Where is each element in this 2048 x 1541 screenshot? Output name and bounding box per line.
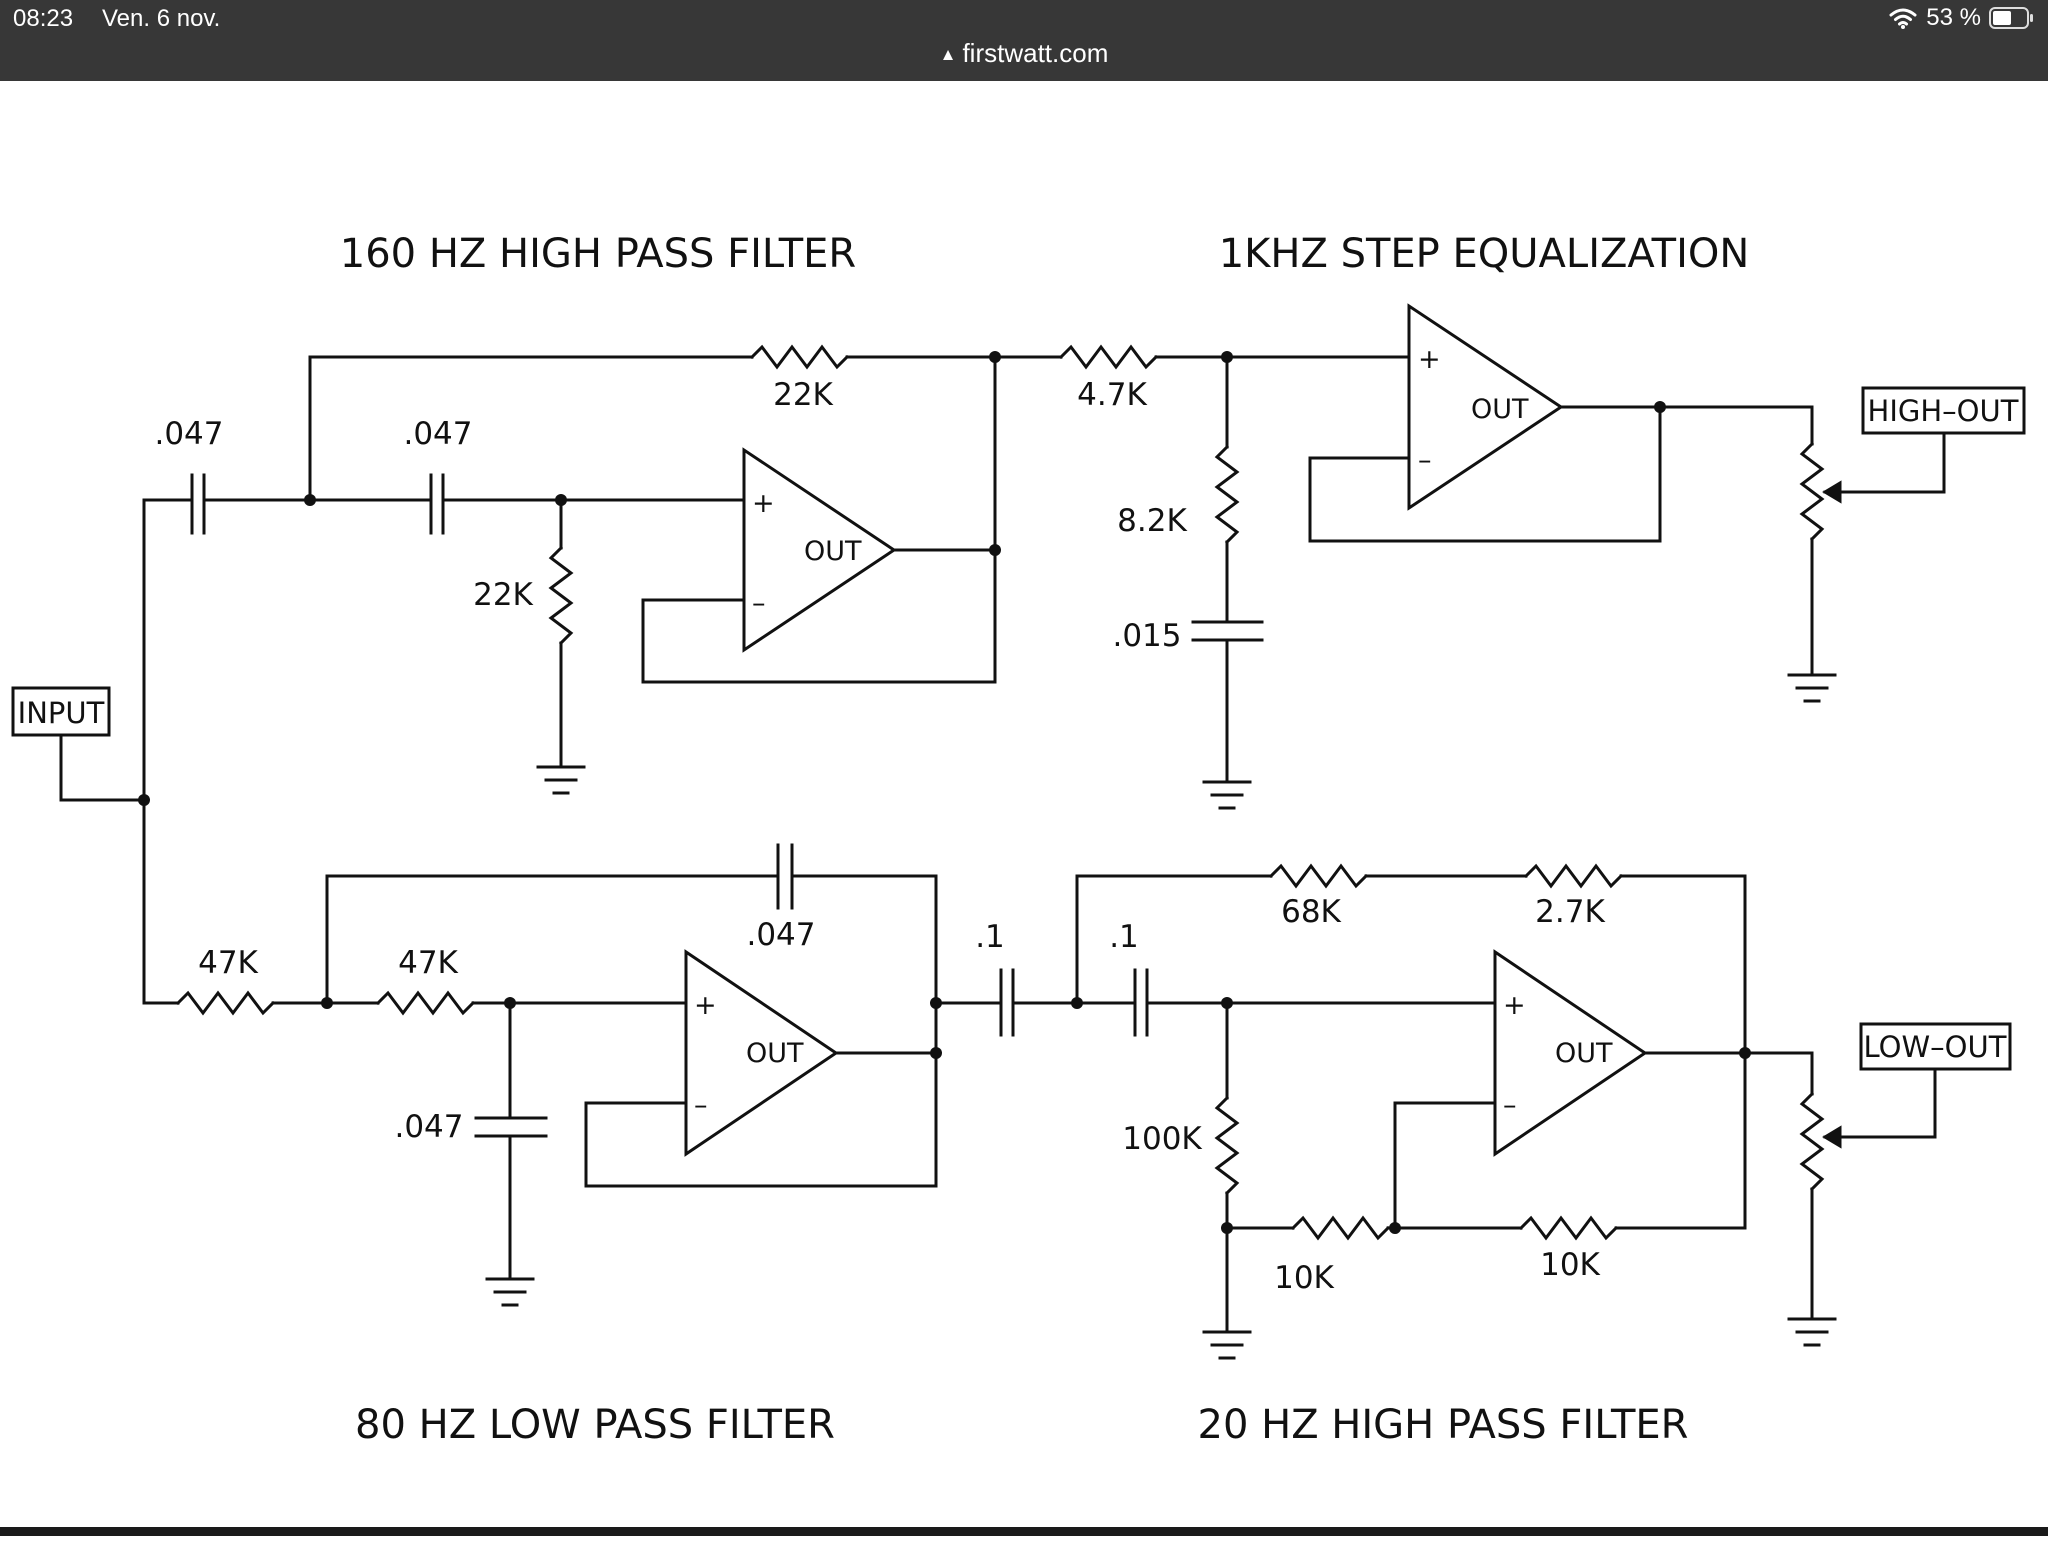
low-out-port-label[interactable]: LOW–OUT: [1864, 1030, 2007, 1064]
op-amp-4-out: OUT: [1555, 1038, 1613, 1069]
op-amp-3-out: OUT: [746, 1038, 804, 1069]
op-amp-2-plus: +: [1418, 344, 1441, 375]
status-indicators: 53 %: [1888, 4, 2035, 32]
bottom-edge: [0, 1527, 2048, 1536]
resistor-22k-fb: [749, 344, 850, 370]
input-port-box: [11, 686, 111, 737]
op-amp-1: [742, 447, 897, 653]
resistor-47k-1: [175, 990, 276, 1016]
label-r-shunt-eq: 8.2K: [1117, 503, 1187, 539]
url-text: firstwatt.com: [962, 37, 1109, 68]
label-c-fb-80: .047: [746, 917, 815, 953]
capacitor-c2: [429, 473, 445, 535]
op-amp-2: [1407, 303, 1564, 511]
battery-icon: [1989, 7, 2033, 29]
junction-dots: [138, 351, 1751, 1234]
op-amp-labels: OUT + – OUT + – OUT + – OUT + –: [694, 344, 1613, 1121]
label-r-gnd-20: 100K: [1122, 1121, 1202, 1157]
circuit-schematic: INPUT HIGH–OUT LOW–OUT 160 HZ HIGH PASS …: [11, 231, 2026, 1448]
capacitor-1-couple: [999, 968, 1015, 1037]
op-amp-2-minus: –: [1418, 445, 1432, 476]
label-c-couple-20: .1: [975, 919, 1005, 955]
label-r-fb1-20: 68K: [1281, 894, 1341, 930]
ground-3: [1787, 673, 1837, 703]
potentiometer-low: [1799, 1091, 1825, 1192]
low-out-port-box: [1859, 1022, 2012, 1071]
label-c-shunt-eq: .015: [1112, 618, 1181, 654]
resistor-10k-a: [1290, 1215, 1391, 1241]
label-r-a-20: 10K: [1274, 1260, 1334, 1296]
resistor-8-2k: [1214, 444, 1240, 545]
url-bar[interactable]: ▲ firstwatt.com: [0, 36, 2048, 70]
wifi-icon: [1889, 8, 1917, 29]
op-amp-4: [1493, 949, 1648, 1157]
page-content: INPUT HIGH–OUT LOW–OUT 160 HZ HIGH PASS …: [0, 81, 2048, 1536]
op-amp-1-plus: +: [752, 488, 775, 519]
ground-6: [1787, 1317, 1837, 1347]
label-r-fb2-20: 2.7K: [1535, 894, 1605, 930]
ground-4: [485, 1277, 535, 1307]
op-amp-4-plus: +: [1503, 990, 1526, 1021]
op-amp-3: [684, 949, 839, 1157]
pot-wiper-low: [1822, 1125, 1842, 1149]
resistor-4-7k: [1058, 344, 1159, 370]
potentiometer-high: [1799, 441, 1825, 542]
resistor-47k-2: [375, 990, 476, 1016]
label-r-gnd-160: 22K: [473, 577, 533, 613]
resistor-10k-b: [1518, 1215, 1619, 1241]
pot-wiper-high: [1822, 480, 1842, 504]
op-amp-3-minus: –: [694, 1090, 708, 1121]
input-lead: [59, 733, 146, 802]
ground-5: [1202, 1330, 1252, 1360]
battery-percent: 53 %: [1926, 4, 1981, 31]
op-amp-4-minus: –: [1503, 1090, 1517, 1121]
capacitor-047-gnd: [474, 1116, 548, 1138]
capacitor-1-second: [1133, 968, 1149, 1037]
status-bar: 08:23 Ven. 6 nov. 53 % ▲ firstwatt.com: [0, 0, 2048, 81]
resistor-22k-gnd: [548, 545, 574, 646]
op-amp-2-out: OUT: [1471, 394, 1529, 425]
input-port-label[interactable]: INPUT: [18, 696, 105, 730]
label-r-b-20: 10K: [1540, 1247, 1600, 1283]
resistor-68k: [1268, 863, 1369, 889]
status-date: Ven. 6 nov.: [102, 5, 221, 32]
high-out-port-label[interactable]: HIGH–OUT: [1868, 394, 2019, 428]
resistor-100k: [1214, 1095, 1240, 1196]
label-c-gnd-80: .047: [394, 1109, 463, 1145]
resistor-2-7k: [1523, 863, 1624, 889]
title-160hz-hpf: 160 HZ HIGH PASS FILTER: [340, 231, 856, 277]
label-r-series-eq: 4.7K: [1077, 377, 1147, 413]
title-80hz-lpf: 80 HZ LOW PASS FILTER: [355, 1402, 835, 1448]
label-c-in-160: .047: [154, 416, 223, 452]
label-r-fb-160: 22K: [773, 377, 833, 413]
capacitor-c1: [190, 473, 206, 535]
title-1khz-step-eq: 1KHZ STEP EQUALIZATION: [1219, 231, 1750, 277]
ground-2: [1202, 780, 1252, 810]
capacitor-047-fb: [776, 843, 794, 910]
label-r1-80: 47K: [198, 945, 258, 981]
label-c2-160: .047: [403, 416, 472, 452]
label-c2-20: .1: [1109, 919, 1139, 955]
label-r2-80: 47K: [398, 945, 458, 981]
capacitor-015: [1191, 620, 1264, 642]
op-amp-1-minus: –: [752, 588, 766, 619]
high-out-port-box: [1861, 386, 2026, 435]
ground-1: [536, 765, 586, 795]
status-time: 08:23: [13, 5, 74, 32]
title-20hz-hpf: 20 HZ HIGH PASS FILTER: [1198, 1402, 1689, 1448]
op-amp-3-plus: +: [694, 990, 717, 1021]
warning-triangle-icon: ▲: [939, 44, 957, 64]
op-amp-1-out: OUT: [804, 536, 862, 567]
